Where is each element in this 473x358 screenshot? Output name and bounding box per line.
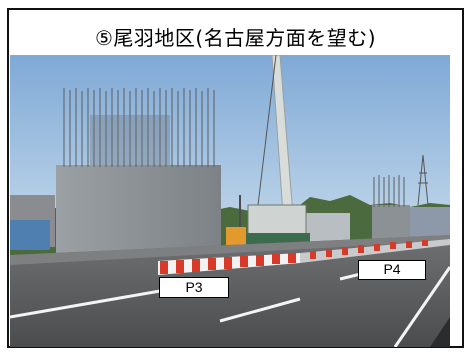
transmission-tower <box>417 154 429 206</box>
label-p3: P3 <box>159 277 229 298</box>
photo-illustration <box>10 55 450 347</box>
blue-truck <box>10 220 50 250</box>
road-edge <box>430 317 450 347</box>
pier-p3 <box>56 88 221 255</box>
traffic-barriers <box>158 239 450 275</box>
figure-title: ⑤尾羽地区(名古屋方面を望む) <box>94 26 377 50</box>
site-photo <box>10 55 450 347</box>
crane <box>226 55 310 249</box>
road <box>10 235 450 347</box>
road-shoulder <box>10 235 450 265</box>
label-p4: P4 <box>358 260 426 280</box>
